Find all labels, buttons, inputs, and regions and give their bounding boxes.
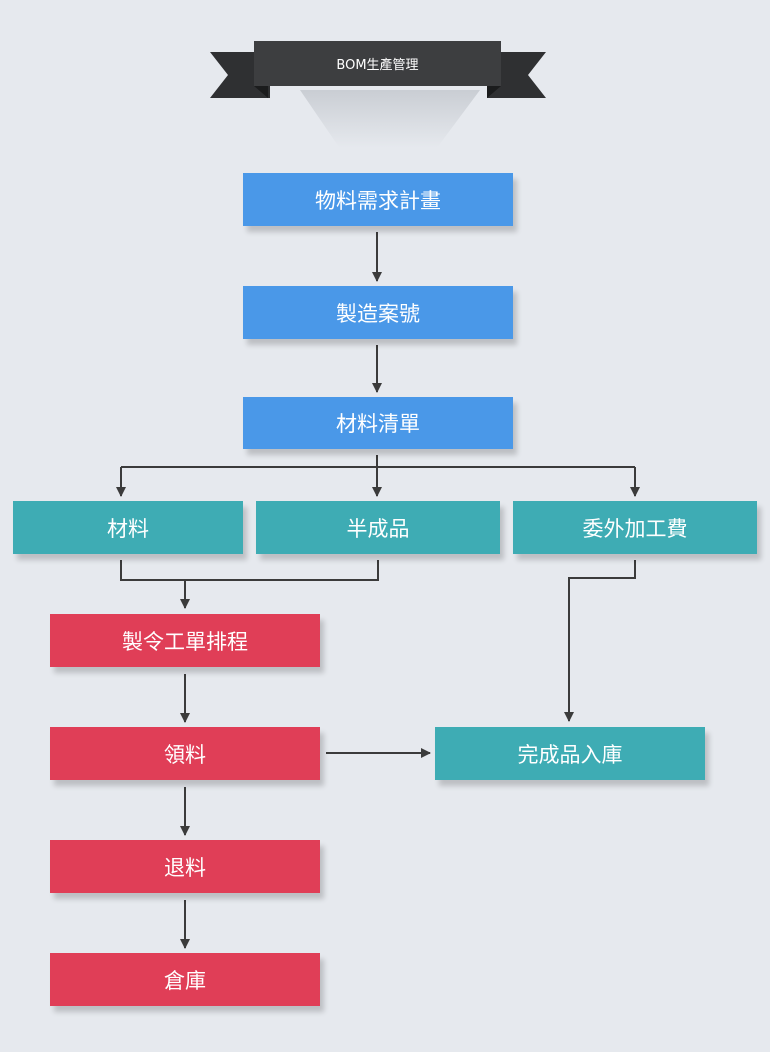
title-ribbon: BOM生產管理 (0, 0, 770, 160)
node-case-number: 製造案號 (243, 286, 513, 339)
node-bom-list: 材料清單 (243, 397, 513, 449)
diagram-title: BOM生產管理 (254, 41, 501, 86)
node-return-material: 退料 (50, 840, 320, 893)
node-warehouse: 倉庫 (50, 953, 320, 1006)
node-mrp: 物料需求計畫 (243, 173, 513, 226)
node-semi-finished: 半成品 (256, 501, 500, 554)
node-work-order-scheduling: 製令工單排程 (50, 614, 320, 667)
node-pick-material: 領料 (50, 727, 320, 780)
node-finished-goods-in: 完成品入庫 (435, 727, 705, 780)
node-outsourcing-fee: 委外加工費 (513, 501, 757, 554)
merge-material-semi (120, 560, 379, 581)
arrow-outsourcing-to-finished (564, 560, 636, 722)
node-material: 材料 (13, 501, 243, 554)
